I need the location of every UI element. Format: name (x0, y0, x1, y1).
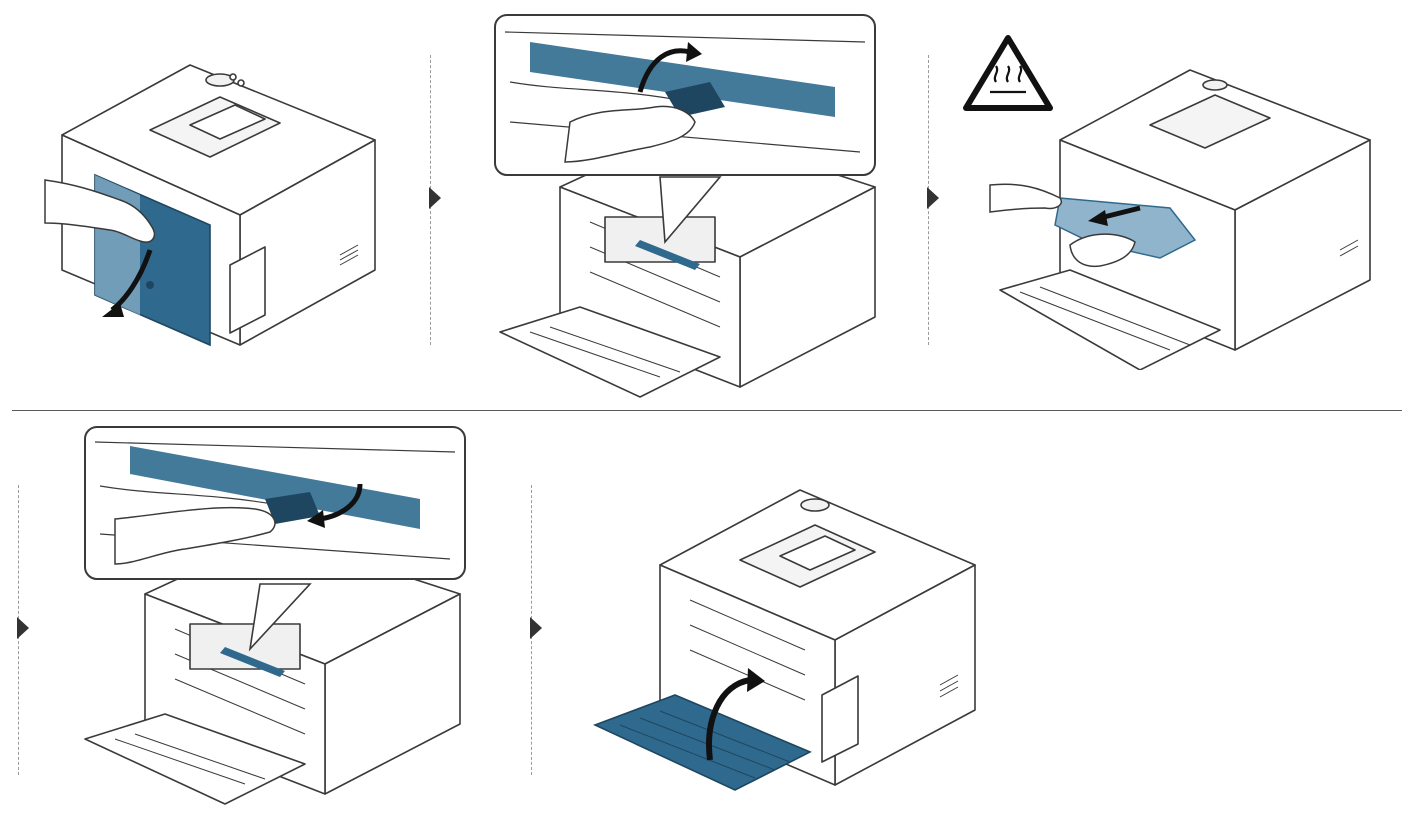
pull-arrow-icon (1099, 205, 1141, 221)
rotate-arrow-icon (637, 48, 691, 93)
hand-icon (114, 506, 276, 565)
rotate-arrow-icon (706, 677, 751, 761)
rotate-arrow-icon (319, 483, 363, 522)
step-arrow-icon (429, 187, 441, 209)
step-4-lower-fuser-lever (75, 424, 475, 824)
fuser-lever (530, 42, 835, 117)
hand-icon (1069, 233, 1136, 268)
step-arrow-icon (927, 187, 939, 209)
hand-icon (564, 105, 696, 163)
step-2-raise-fuser-lever (490, 12, 890, 412)
step-5-close-rear-door (590, 480, 990, 810)
step-arrow-icon (17, 617, 29, 639)
step-1-open-side-cover (40, 55, 390, 355)
hand-icon (44, 179, 156, 243)
row-divider (12, 410, 1402, 411)
hand-icon (989, 183, 1062, 213)
step-arrow-icon (530, 617, 542, 639)
jammed-paper (1054, 197, 1197, 259)
step-3-pull-jammed-paper (960, 30, 1380, 370)
hot-surface-warning-icon (963, 35, 1053, 111)
